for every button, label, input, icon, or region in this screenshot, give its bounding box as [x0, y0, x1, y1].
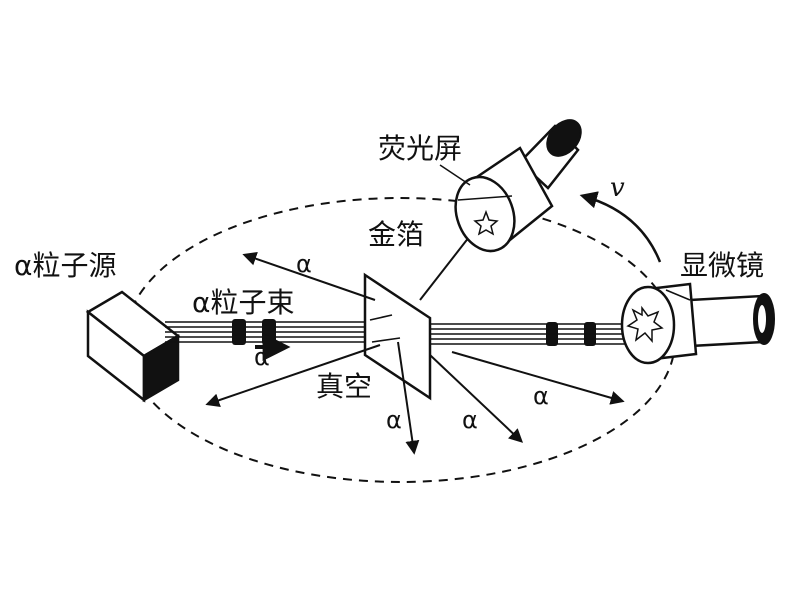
microscope: [620, 282, 775, 365]
label-alpha-upper-left: α: [296, 250, 312, 278]
label-microscope: 显微镜: [680, 249, 764, 282]
fluorescent-screen-cylinder: [454, 119, 582, 253]
label-alpha-bottom-center: α: [386, 406, 402, 434]
label-velocity: v: [610, 173, 625, 203]
screen-label-leader: [439, 164, 471, 186]
foil-scatter-marks: [369, 314, 401, 343]
label-fluorescent-screen: 荧光屏: [378, 132, 462, 165]
label-alpha-right: α: [533, 382, 549, 410]
transmitted-alpha-beam: [430, 323, 632, 345]
label-gold-foil: 金箔: [368, 218, 424, 251]
label-alpha-beam: α粒子束: [192, 286, 294, 319]
alpha-source-box: [85, 290, 181, 403]
label-alpha-bottom-right: α: [462, 406, 478, 434]
gold-foil-sheet: [363, 272, 432, 401]
label-alpha-lower-left: α: [254, 343, 270, 371]
label-alpha-source: α粒子源: [14, 249, 116, 282]
rotation-arrow: [579, 191, 662, 263]
label-vacuum: 真空: [316, 370, 372, 403]
